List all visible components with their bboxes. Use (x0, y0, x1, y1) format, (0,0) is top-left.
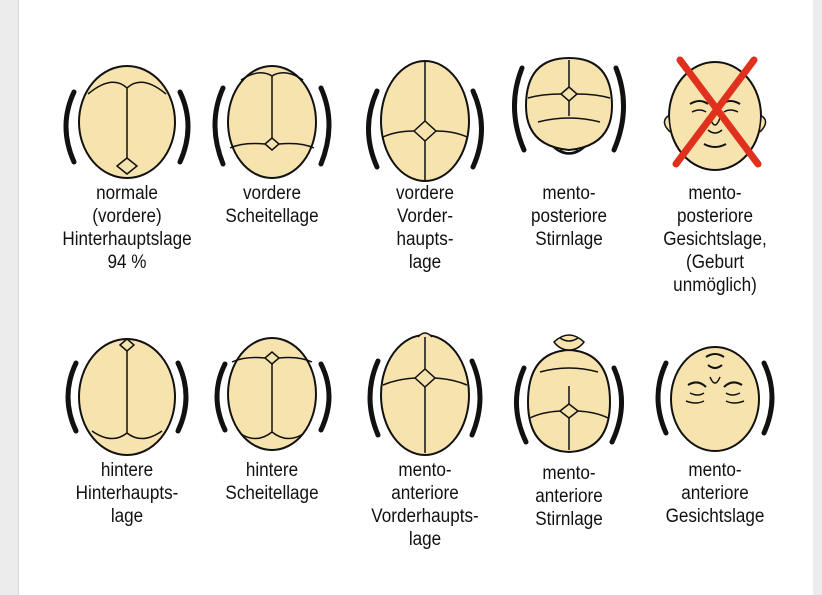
presentation-cell: normale (vordere) Hinterhauptslage 94 % (52, 58, 202, 338)
head-vertex-back-icon (197, 330, 347, 455)
presentation-cell: hintere Scheitellage (197, 330, 347, 590)
head-sinciput-front-icon (350, 45, 500, 180)
presentation-cell: vordere Vorder- haupts- lage (350, 45, 500, 335)
presentation-cell: mento- posteriore Gesichtslage, (Geburt … (640, 52, 790, 342)
head-face-anterior-icon (640, 335, 790, 460)
head-face-posterior-crossed-icon (640, 52, 790, 177)
head-occiput-front-icon (52, 58, 202, 178)
presentation-cell: mento- anteriore Gesichtslage (640, 335, 790, 595)
presentation-cell: hintere Hinterhaupts- lage (52, 335, 202, 595)
head-brow-posterior-icon (494, 50, 644, 175)
presentation-cell: mento- posteriore Stirnlage (494, 50, 644, 340)
head-sinciput-anterior-icon (350, 323, 500, 458)
head-vertex-front-icon (197, 58, 347, 178)
presentation-cell: mento- anteriore Stirnlage (494, 328, 644, 593)
presentation-cell: vordere Scheitellage (197, 58, 347, 338)
presentation-cell: mento- anteriore Vorderhaupts- lage (350, 323, 500, 593)
head-occiput-back-icon (52, 335, 202, 460)
head-brow-anterior-icon (494, 328, 644, 458)
presentation-label: mento- anteriore Gesichtslage (625, 459, 805, 528)
presentation-label: mento- posteriore Gesichtslage, (Geburt … (625, 182, 805, 297)
